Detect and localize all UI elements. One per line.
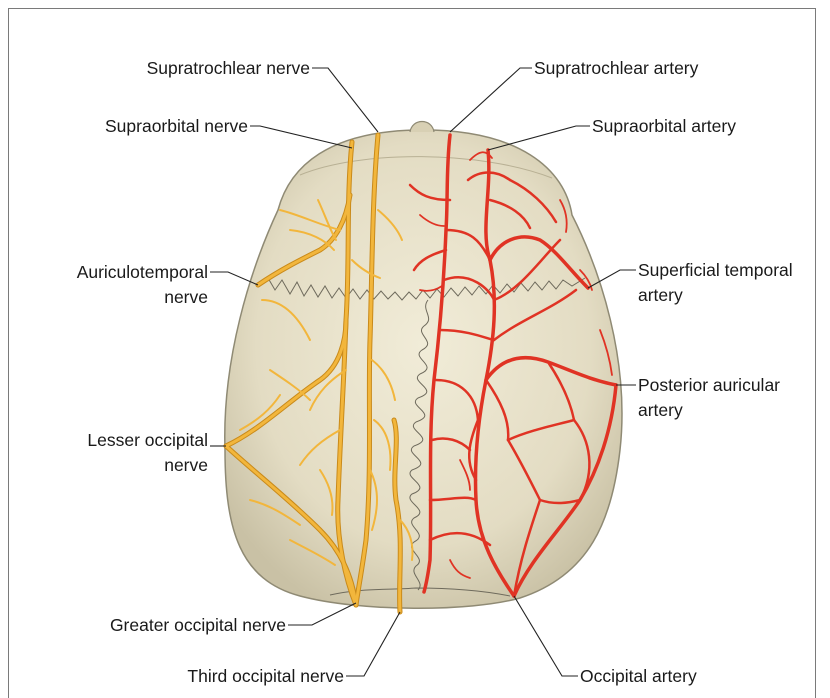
leader-third-occipital-nerve — [346, 612, 400, 676]
label-lesser-occipital-nerve-line1: Lesser occipital — [87, 430, 208, 450]
label-supratrochlear-nerve: Supratrochlear nerve — [147, 58, 310, 78]
label-posterior-auricular-artery-line1: Posterior auricular — [638, 375, 780, 395]
label-greater-occipital-nerve: Greater occipital nerve — [110, 615, 286, 635]
label-superficial-temporal-artery-line2: artery — [638, 285, 683, 305]
leader-supratrochlear-artery — [450, 68, 532, 132]
label-superficial-temporal-artery-line1: Superficial temporal — [638, 260, 793, 280]
label-lesser-occipital-nerve-line2: nerve — [164, 455, 208, 475]
leader-supratrochlear-nerve — [312, 68, 378, 132]
leader-greater-occipital-nerve — [288, 603, 356, 625]
nasal-bump — [410, 122, 434, 133]
label-auriculotemporal-nerve-line2: nerve — [164, 287, 208, 307]
leader-supraorbital-nerve — [250, 126, 352, 148]
label-supratrochlear-artery: Supratrochlear artery — [534, 58, 699, 78]
label-supraorbital-nerve: Supraorbital nerve — [105, 116, 248, 136]
label-occipital-artery: Occipital artery — [580, 666, 697, 686]
label-auriculotemporal-nerve-line1: Auriculotemporal — [77, 262, 208, 282]
label-third-occipital-nerve: Third occipital nerve — [187, 666, 344, 686]
label-supraorbital-artery: Supraorbital artery — [592, 116, 736, 136]
leader-occipital-artery — [514, 596, 578, 676]
label-posterior-auricular-artery-line2: artery — [638, 400, 683, 420]
